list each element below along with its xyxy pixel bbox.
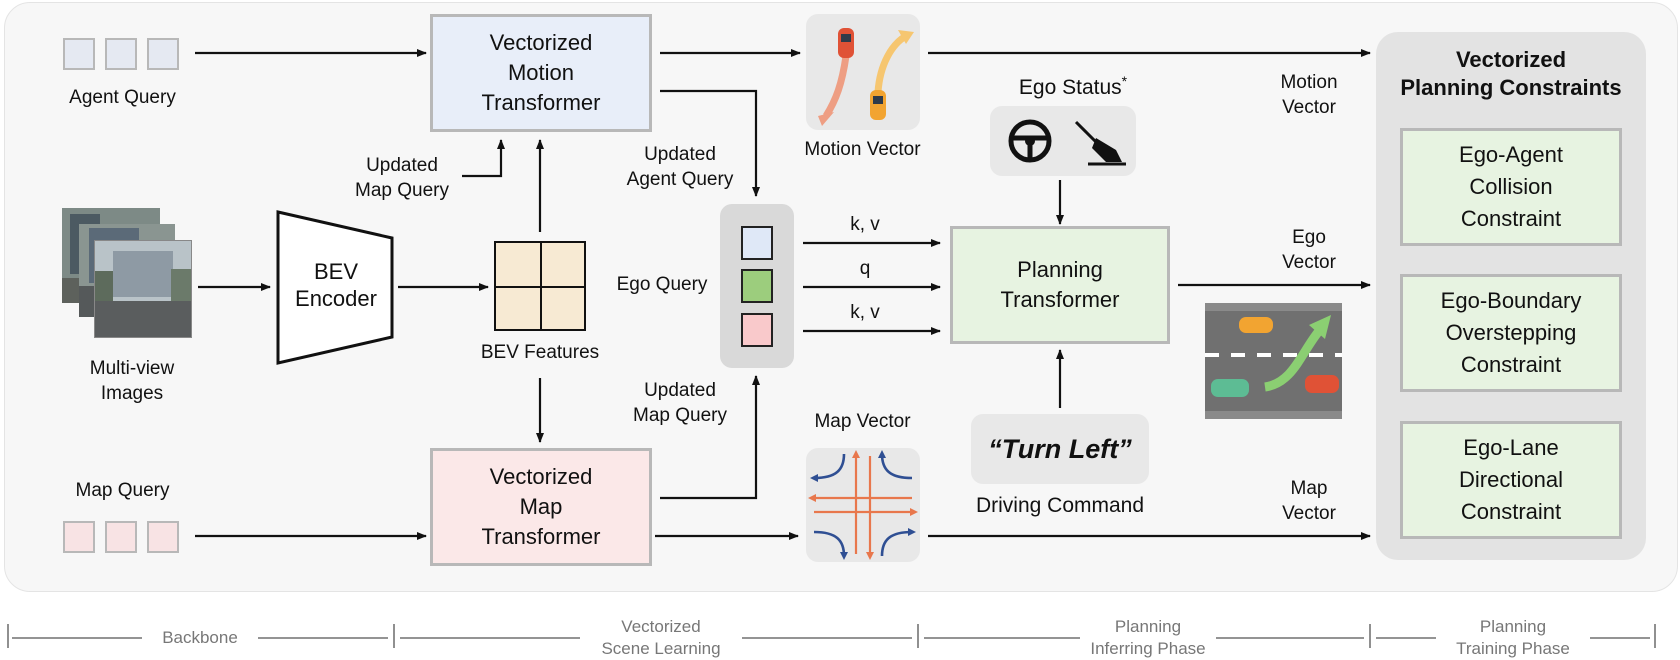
ego-scene-tile <box>1205 303 1342 419</box>
motion-vector-caption: Motion Vector <box>804 139 921 160</box>
steering-wheel-icon <box>1008 119 1052 163</box>
turn-left-label: “Turn Left” <box>988 433 1132 464</box>
car-icon <box>1211 379 1249 397</box>
bev-features-label: BEV Features <box>480 342 600 363</box>
agent-query-cell <box>105 38 137 70</box>
ego-query-cell-blue <box>741 226 773 260</box>
map-query-label: Map Query <box>75 480 170 501</box>
arrow-updated-map-query-a <box>462 139 505 178</box>
ego-status-label: Ego Status* <box>1018 73 1128 99</box>
intersection-icon <box>808 450 918 560</box>
bev-features-grid <box>494 241 586 331</box>
kv-bottom-label: k, v <box>850 302 880 323</box>
turn-left-tile: “Turn Left” <box>971 414 1149 484</box>
agent-query-cell <box>147 38 179 70</box>
arrow-updated-map-query-b <box>660 375 760 500</box>
driving-command-label: Driving Command <box>975 494 1145 517</box>
map-vector-tile <box>806 448 920 562</box>
car-icon <box>1305 375 1339 393</box>
kv-top-label: k, v <box>850 214 880 235</box>
brake-pedal-icon <box>1074 120 1126 166</box>
map-query-cell <box>63 521 95 553</box>
agent-query-cell <box>63 38 95 70</box>
motion-vector-tile <box>806 14 920 130</box>
ego-query-cell-pink <box>741 313 773 347</box>
ego-query-cell-green <box>741 269 773 303</box>
car-icon <box>1239 317 1273 333</box>
motion-trajectory-icon <box>818 28 914 126</box>
camera-image-front <box>94 240 192 338</box>
phase-backbone: Backbone <box>162 628 238 647</box>
ego-status-tile <box>990 106 1136 176</box>
map-query-cell <box>147 521 179 553</box>
q-label: q <box>859 258 871 279</box>
arrow-updated-agent-query <box>660 89 760 197</box>
map-query-cell <box>105 521 137 553</box>
agent-query-label: Agent Query <box>69 87 176 108</box>
bev-encoder-shape <box>276 210 394 365</box>
map-vector-caption: Map Vector <box>814 411 911 432</box>
ego-trajectory-icon <box>1263 315 1331 392</box>
ego-query-label: Ego Query <box>616 274 708 295</box>
